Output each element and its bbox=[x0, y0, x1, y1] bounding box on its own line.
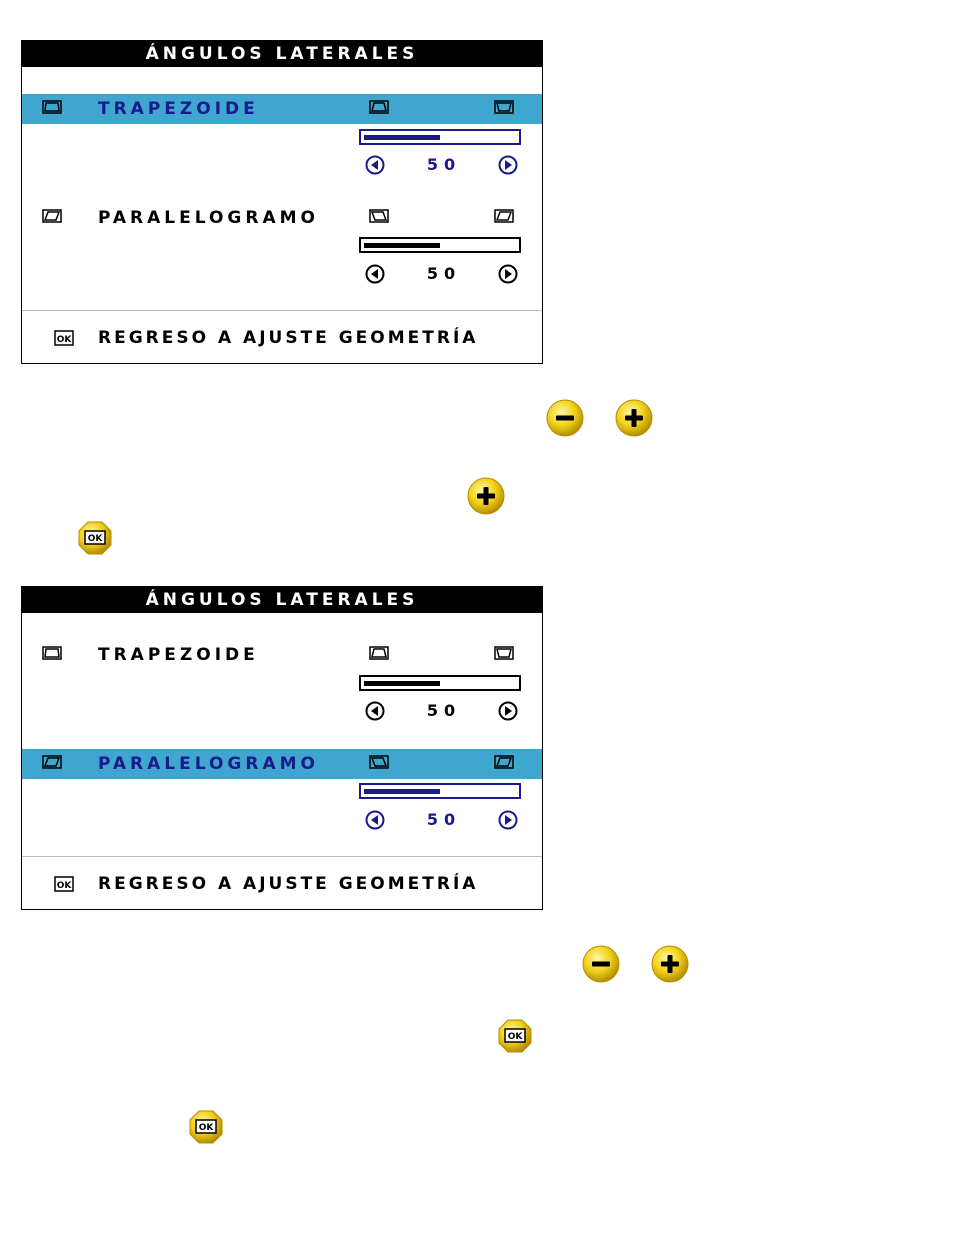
paralelogramo-slider[interactable] bbox=[359, 237, 521, 253]
osd-panel-1: ÁNGULOS LATERALES TRAPEZOIDE 50 PARALELO… bbox=[21, 40, 543, 364]
ok-icon: OK bbox=[54, 330, 74, 346]
trapezoid-right-icon bbox=[494, 646, 514, 660]
trapezoid-icon bbox=[42, 100, 62, 114]
return-item[interactable]: OK REGRESO A AJUSTE GEOMETRÍA bbox=[22, 869, 542, 899]
paralelogramo-value: 50 bbox=[426, 264, 462, 283]
trapezoid-icon bbox=[42, 646, 62, 660]
menu-item-label: TRAPEZOIDE bbox=[98, 645, 259, 665]
trapezoide-value: 50 bbox=[426, 155, 462, 174]
left-arrow-icon[interactable] bbox=[365, 701, 385, 721]
ok-icon: OK bbox=[54, 876, 74, 892]
osd-title: ÁNGULOS LATERALES bbox=[22, 41, 542, 67]
svg-text:OK: OK bbox=[199, 1123, 215, 1133]
plus-button-icon[interactable] bbox=[650, 944, 690, 984]
paralelogramo-slider[interactable] bbox=[359, 783, 521, 799]
parallelogram-right-icon bbox=[494, 209, 514, 223]
slider-fill bbox=[364, 789, 440, 794]
menu-item-label: PARALELOGRAMO bbox=[98, 754, 319, 774]
divider bbox=[22, 310, 542, 311]
parallelogram-icon bbox=[42, 755, 62, 769]
return-item[interactable]: OK REGRESO A AJUSTE GEOMETRÍA bbox=[22, 323, 542, 353]
left-arrow-icon[interactable] bbox=[365, 810, 385, 830]
right-arrow-icon[interactable] bbox=[498, 264, 518, 284]
ok-button-icon[interactable]: OK bbox=[497, 1018, 533, 1054]
svg-text:OK: OK bbox=[57, 881, 73, 891]
left-arrow-icon[interactable] bbox=[365, 155, 385, 175]
svg-text:OK: OK bbox=[508, 1032, 524, 1042]
osd-title: ÁNGULOS LATERALES bbox=[22, 587, 542, 613]
right-arrow-icon[interactable] bbox=[498, 701, 518, 721]
plus-button-icon[interactable] bbox=[466, 476, 506, 516]
menu-item-trapezoide[interactable]: TRAPEZOIDE bbox=[22, 640, 542, 670]
return-label: REGRESO A AJUSTE GEOMETRÍA bbox=[98, 874, 479, 894]
slider-fill bbox=[364, 135, 440, 140]
paralelogramo-value: 50 bbox=[426, 810, 462, 829]
svg-text:OK: OK bbox=[57, 335, 73, 345]
slider-fill bbox=[364, 681, 440, 686]
right-arrow-icon[interactable] bbox=[498, 810, 518, 830]
ok-button-icon[interactable]: OK bbox=[77, 520, 113, 556]
ok-button-icon[interactable]: OK bbox=[188, 1109, 224, 1145]
minus-button-icon[interactable] bbox=[581, 944, 621, 984]
trapezoid-left-icon bbox=[369, 646, 389, 660]
menu-item-label: PARALELOGRAMO bbox=[98, 208, 319, 228]
parallelogram-right-icon bbox=[494, 755, 514, 769]
menu-item-trapezoide[interactable]: TRAPEZOIDE bbox=[22, 94, 542, 124]
menu-item-label: TRAPEZOIDE bbox=[98, 99, 259, 119]
slider-fill bbox=[364, 243, 440, 248]
plus-button-icon[interactable] bbox=[614, 398, 654, 438]
return-label: REGRESO A AJUSTE GEOMETRÍA bbox=[98, 328, 479, 348]
right-arrow-icon[interactable] bbox=[498, 155, 518, 175]
minus-button-icon[interactable] bbox=[545, 398, 585, 438]
trapezoide-value: 50 bbox=[426, 701, 462, 720]
menu-item-paralelogramo[interactable]: PARALELOGRAMO bbox=[22, 203, 542, 233]
divider bbox=[22, 856, 542, 857]
trapezoid-left-icon bbox=[369, 100, 389, 114]
parallelogram-icon bbox=[42, 209, 62, 223]
osd-panel-2: ÁNGULOS LATERALES TRAPEZOIDE 50 PARALELO… bbox=[21, 586, 543, 910]
svg-text:OK: OK bbox=[88, 534, 104, 544]
trapezoide-slider[interactable] bbox=[359, 129, 521, 145]
left-arrow-icon[interactable] bbox=[365, 264, 385, 284]
parallelogram-left-icon bbox=[369, 755, 389, 769]
parallelogram-left-icon bbox=[369, 209, 389, 223]
trapezoide-slider[interactable] bbox=[359, 675, 521, 691]
trapezoid-right-icon bbox=[494, 100, 514, 114]
menu-item-paralelogramo[interactable]: PARALELOGRAMO bbox=[22, 749, 542, 779]
